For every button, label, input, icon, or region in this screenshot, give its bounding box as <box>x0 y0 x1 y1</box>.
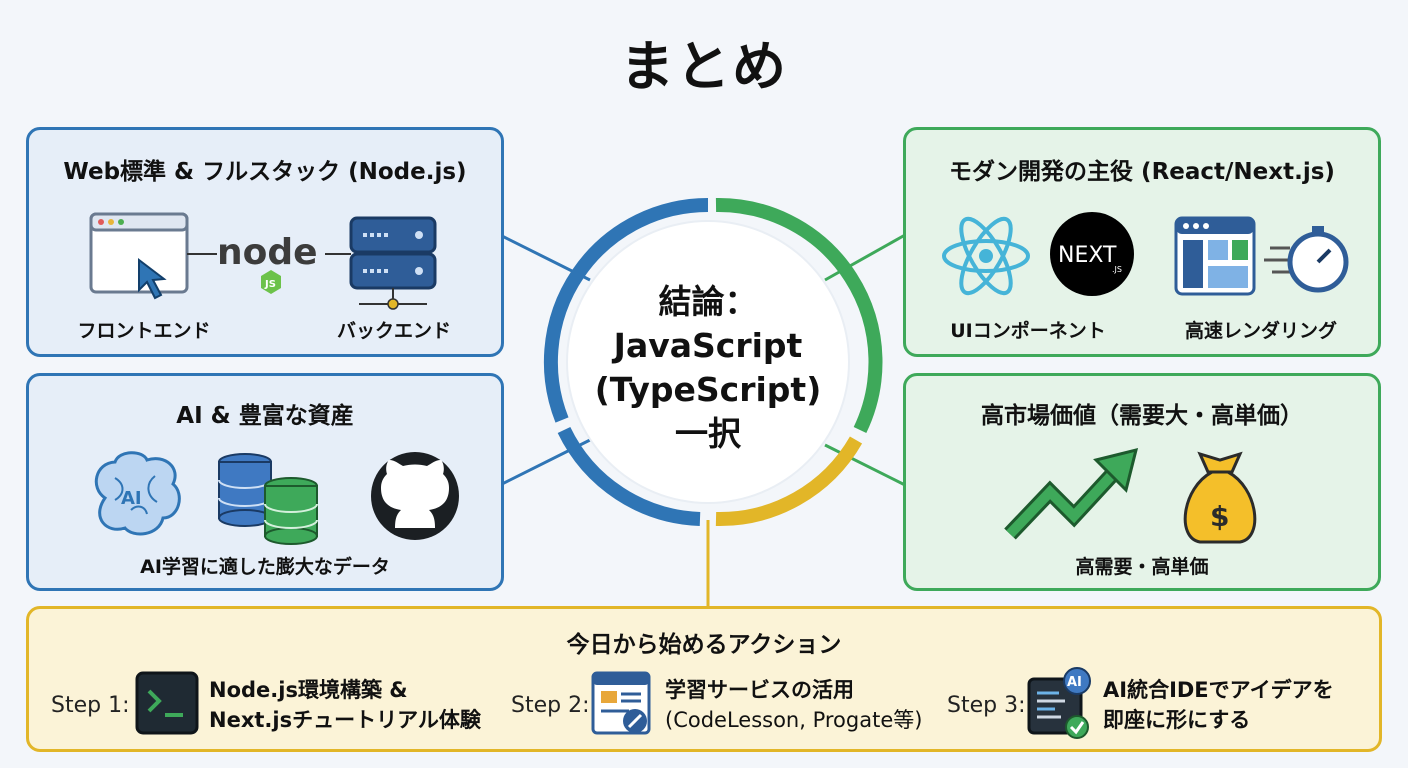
center-line-4: 一択 <box>675 414 741 453</box>
fast-rendering-label: 高速レンダリング <box>1184 320 1337 342</box>
panel-market-value: 高市場価値（需要大・高単価） $ 高需要・高単価 <box>903 373 1381 591</box>
brain-ai-icon: AI <box>94 451 181 536</box>
svg-text:AI: AI <box>1067 675 1082 690</box>
step-2-line-2: (CodeLesson, Progate等) <box>665 708 923 732</box>
ring-arc-green <box>715 197 883 434</box>
nodejs-logo-icon: node JS <box>217 232 318 294</box>
ring-arc-yellow <box>715 436 863 527</box>
ring-arc-blue-top <box>543 198 709 423</box>
database-icon <box>218 453 318 545</box>
step-3-text: AI統合IDEでアイデアを 即座に形にする <box>1103 675 1334 735</box>
step-1-line-1: Node.js環境構築 & <box>209 678 408 702</box>
connector-market <box>824 443 906 487</box>
react-logo-icon <box>942 216 1030 296</box>
svg-text:AI: AI <box>121 488 142 509</box>
web-illustration: node JS <box>89 212 437 310</box>
modern-illustration: NEXT .JS <box>942 212 1349 296</box>
backend-label: バックエンド <box>336 320 451 342</box>
ai-data-caption: AI学習に適した膨大なデータ <box>140 556 390 578</box>
center-line-1: 結論： <box>658 282 758 321</box>
page-title: まとめ <box>620 35 788 98</box>
panel-actions: 今日から始めるアクション Step 1: Node.js環境構築 & Next.… <box>26 606 1382 752</box>
svg-text:node: node <box>217 232 318 273</box>
panel-title: モダン開発の主役 (React/Next.js) <box>949 159 1335 185</box>
step-1-text: Node.js環境構築 & Next.jsチュートリアル体験 <box>209 675 481 735</box>
step-1-label: Step 1: <box>51 693 130 718</box>
market-caption: 高需要・高単価 <box>1075 556 1209 578</box>
stopwatch-icon <box>1264 226 1349 293</box>
panel-web-fullstack: Web標準 & フルスタック (Node.js) node JS フ <box>26 127 504 357</box>
ai-ide-icon: AI <box>1027 667 1091 739</box>
step-3-line-2: 即座に形にする <box>1103 708 1251 732</box>
ai-illustration: AI <box>94 451 459 545</box>
center-circle <box>568 222 848 502</box>
panel-modern-dev: モダン開発の主役 (React/Next.js) NEXT .JS <box>903 127 1381 357</box>
panel-title: Web標準 & フルスタック (Node.js) <box>63 159 467 185</box>
step-2-line-1: 学習サービスの活用 <box>665 678 854 702</box>
ui-components-icon <box>1174 216 1256 296</box>
step-3-label: Step 3: <box>947 693 1026 718</box>
trending-up-arrow-icon <box>1004 447 1139 540</box>
step-3-line-1: AI統合IDEでアイデアを <box>1103 678 1334 702</box>
nextjs-logo-icon: NEXT .JS <box>1050 212 1134 296</box>
learning-doc-icon <box>591 671 651 735</box>
svg-text:$: $ <box>1210 500 1229 533</box>
center-conclusion: 結論： JavaScript (TypeScript) 一択 <box>568 280 848 456</box>
center-line-2: JavaScript <box>613 326 803 365</box>
actions-title: 今日から始めるアクション <box>566 632 842 658</box>
step-2-text: 学習サービスの活用 (CodeLesson, Progate等) <box>665 675 922 735</box>
panel-title: AI & 豊富な資産 <box>176 403 354 429</box>
market-illustration: $ <box>1004 447 1257 544</box>
github-icon <box>371 452 459 540</box>
panel-ai-assets: AI & 豊富な資産 AI AI学習に適した膨大なデータ <box>26 373 504 591</box>
svg-text:.JS: .JS <box>1112 265 1122 274</box>
ring-arc-blue-bottom <box>557 426 701 526</box>
svg-text:NEXT: NEXT <box>1058 243 1117 268</box>
step-2-label: Step 2: <box>511 693 590 718</box>
panel-title: 高市場価値（需要大・高単価） <box>981 403 1303 429</box>
ui-components-label: UIコンポーネント <box>950 320 1106 342</box>
server-rack-icon <box>349 216 437 310</box>
center-line-3: (TypeScript) <box>594 370 822 409</box>
terminal-icon <box>135 671 199 735</box>
svg-text:JS: JS <box>264 279 276 290</box>
frontend-label: フロントエンド <box>77 320 211 342</box>
step-1-line-2: Next.jsチュートリアル体験 <box>209 708 481 732</box>
browser-window-icon <box>89 212 189 300</box>
money-bag-icon: $ <box>1183 451 1257 544</box>
connector-modern <box>824 233 906 282</box>
